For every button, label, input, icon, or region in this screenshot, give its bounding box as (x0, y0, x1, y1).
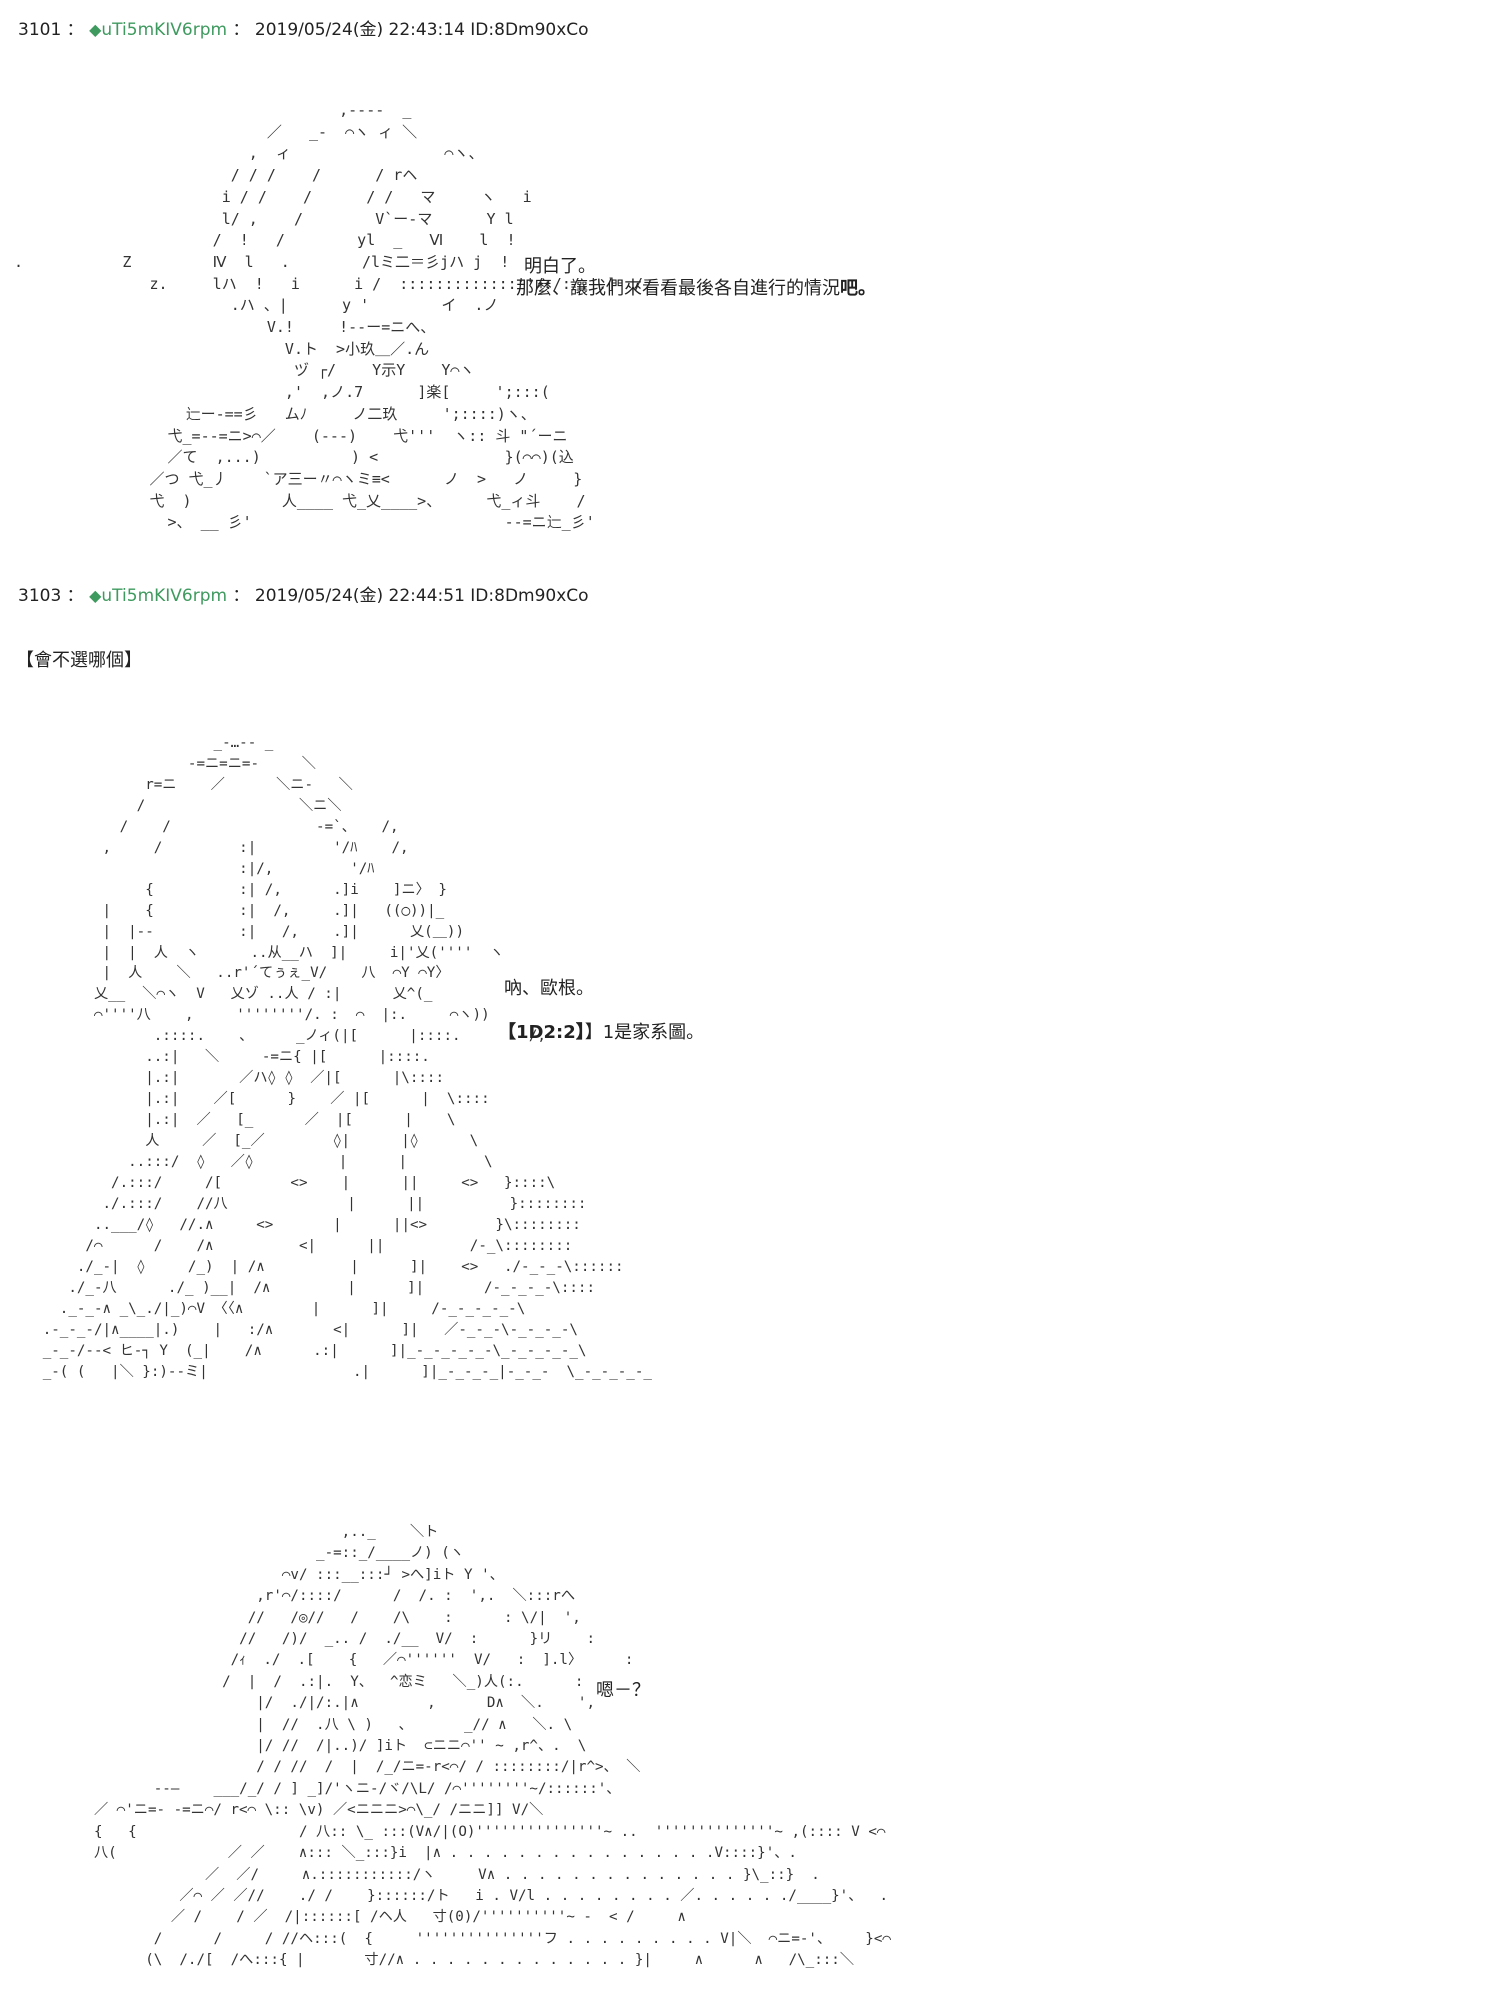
dice-result: 【1D2:2】 (498, 1022, 585, 1043)
dice-suffix: 】1是家系圖。 (584, 1022, 705, 1043)
post-colon: ： (232, 586, 250, 606)
post-colon: ： (232, 20, 250, 40)
post-datetime-id: 2019/05/24(金) 22:43:14 ID:8Dm90xCo (254, 20, 589, 40)
post-number[interactable]: 3101 (18, 20, 62, 40)
post-line-text: 那麼、讓我們來看看最後各自進行的情況 (516, 278, 840, 299)
post-author-trip[interactable]: uTi5mKIV6rpm (101, 20, 228, 40)
post-author-trip[interactable]: uTi5mKIV6rpm (101, 586, 228, 606)
trip-diamond-icon: ◆ (89, 20, 102, 39)
post-line: 嗯－？ (596, 1680, 650, 1701)
post-separator: ： (66, 586, 84, 606)
post-line-bold: 吧。 (840, 278, 876, 299)
post-datetime-id: 2019/05/24(金) 22:44:51 ID:8Dm90xCo (254, 586, 589, 606)
post-header-3103: 3103 ： ◆uTi5mKIV6rpm ： 2019/05/24(金) 22:… (18, 586, 589, 606)
dice-line: 【1D2:2】】1是家系圖。 (498, 1022, 704, 1044)
post-line: 吶、歐根。 (504, 978, 594, 999)
trip-diamond-icon: ◆ (89, 586, 102, 605)
post-line: 明白了。 (524, 256, 596, 277)
post-separator: ： (66, 20, 84, 40)
post-number[interactable]: 3103 (18, 586, 62, 606)
post-header-3101: 3101 ： ◆uTi5mKIV6rpm ： 2019/05/24(金) 22:… (18, 20, 589, 40)
post-line: 那麼、讓我們來看看最後各自進行的情況吧。 (516, 278, 876, 300)
ascii-art-3103-b: ,.._ ＼ト _-=::_/____ノ) (ヽ ⌒v/ :::__:::┘ >… (93, 1524, 891, 1969)
ascii-art-3103-a: _-…-- _ -=ニ=ニ=- ＼ r=ニ ／ ＼ニ- ＼ / ＼ニ＼ / / … (42, 735, 652, 1380)
ascii-art-3101: ,--‐- _ ／ _- ⌒ヽ ィ ＼ , ィ ⌒ヽ、 / / / / / rヘ… (14, 101, 644, 532)
post-title: 【會不選哪個】 (16, 650, 142, 671)
